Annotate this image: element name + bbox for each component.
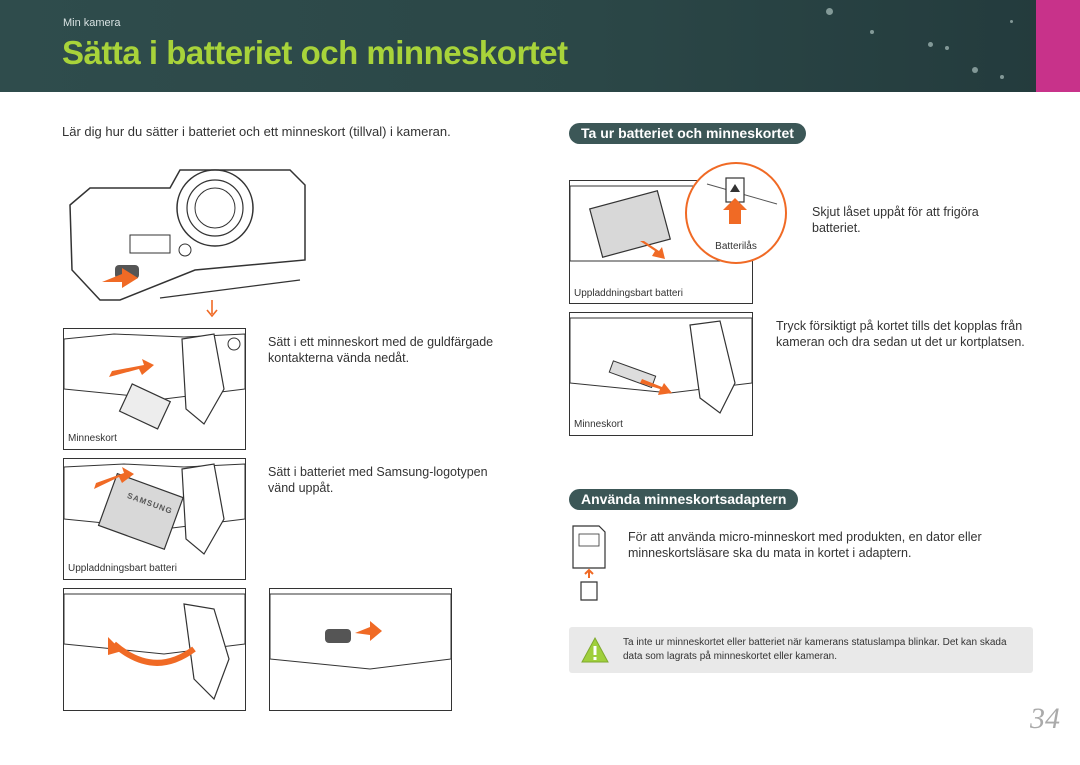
decor-dot (928, 42, 933, 47)
decor-dot (945, 46, 949, 50)
remove-battery-caption: Uppladdningsbart batteri (574, 288, 683, 299)
decor-dot (870, 30, 874, 34)
page-title: Sätta i batteriet och minneskortet (62, 34, 568, 71)
camera-bottom-illustration (60, 160, 320, 320)
remove-card-instruction: Tryck försiktigt på kortet tills det kop… (776, 319, 1025, 349)
remove-card-caption: Minneskort (574, 419, 623, 430)
page-number: 34 (1030, 702, 1060, 735)
decor-dot (1010, 20, 1013, 23)
adapter-illustration (571, 524, 607, 604)
warning-text: Ta inte ur minneskortet eller batteriet … (623, 637, 1007, 662)
section-heading-remove: Ta ur batteriet och minneskortet (569, 123, 806, 144)
close-cover-illustration (63, 588, 246, 711)
section-heading-adapter: Använda minneskortsadaptern (569, 489, 799, 510)
arrow-down-icon (205, 300, 219, 318)
card-instruction: Sätt i ett minneskort med de guldfärgade… (268, 335, 494, 365)
section-label: Min kamera (63, 17, 121, 29)
battery-lock-zoom: Batterilås (685, 162, 787, 264)
battery-caption: Uppladdningsbart batteri (68, 563, 177, 574)
lock-label: Batterilås (715, 241, 757, 252)
remove-battery-instruction: Skjut låset uppåt för att frigöra batter… (812, 205, 979, 235)
chapter-tab (1036, 0, 1080, 92)
card-caption: Minneskort (68, 433, 117, 444)
battery-insert-illustration: SAMSUNG Uppladdningsbart batteri (63, 458, 246, 580)
intro-text: Lär dig hur du sätter i batteriet och et… (62, 124, 451, 139)
warning-callout: Ta inte ur minneskortet eller batteriet … (569, 627, 1033, 673)
card-insert-illustration: Minneskort (63, 328, 246, 450)
warning-icon (580, 636, 610, 664)
battery-instruction: Sätt i batteriet med Samsung-logotypen v… (268, 465, 488, 495)
decor-dot (972, 67, 978, 73)
decor-dot (1000, 75, 1004, 79)
lock-cover-illustration (269, 588, 452, 711)
card-remove-illustration: Minneskort (569, 312, 753, 436)
decor-dot (826, 8, 833, 15)
page-header: Min kamera Sätta i batteriet och minnesk… (0, 0, 1080, 92)
adapter-text: För att använda micro-minneskort med pro… (628, 530, 982, 560)
